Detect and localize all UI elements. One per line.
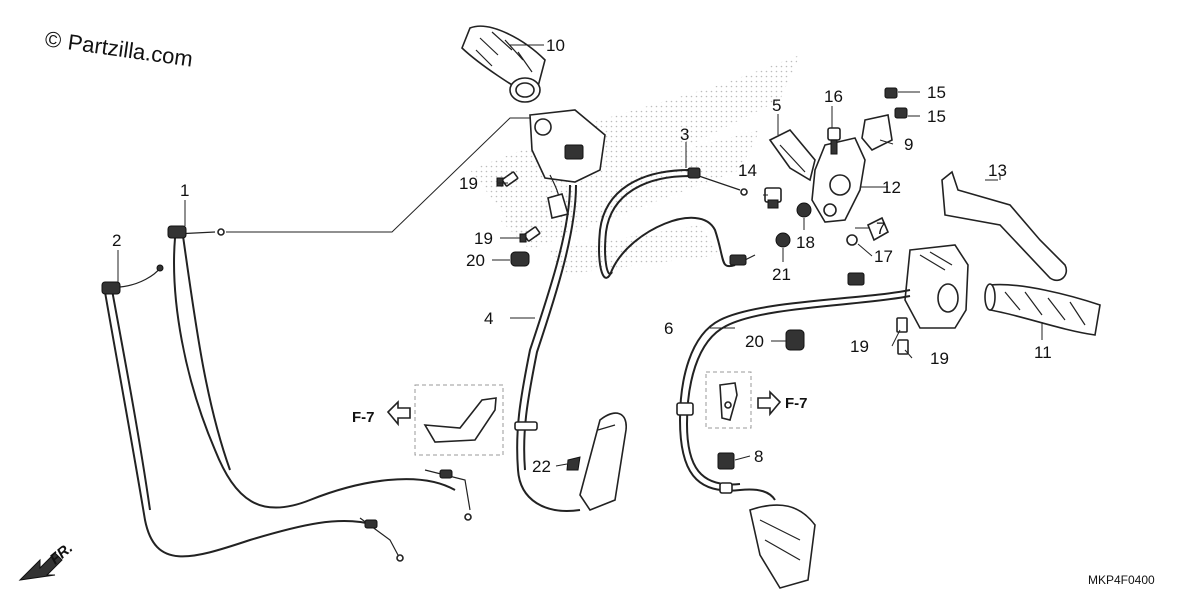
callout-19-d: 19 bbox=[930, 349, 949, 368]
callout-18: 18 bbox=[796, 233, 815, 252]
clip-20-right bbox=[785, 329, 805, 351]
throttle-cables bbox=[101, 225, 472, 562]
callout-19-a: 19 bbox=[459, 174, 478, 193]
callout-11: 11 bbox=[1034, 343, 1052, 362]
callout-16: 16 bbox=[824, 87, 843, 106]
callout-15-upper: 15 bbox=[927, 83, 946, 102]
clip-20-left bbox=[510, 251, 530, 267]
callout-9: 9 bbox=[904, 135, 913, 154]
right-handlebar-switch bbox=[529, 109, 606, 219]
collar-17 bbox=[846, 234, 858, 246]
callout-6: 6 bbox=[664, 319, 673, 338]
callout-15-lower: 15 bbox=[927, 107, 946, 126]
lever-boot-5 bbox=[768, 129, 816, 182]
callouts: 10 1 2 3 4 5 6 7 8 9 11 12 13 14 15 15 1… bbox=[112, 36, 1052, 476]
callout-5: 5 bbox=[772, 96, 781, 115]
clip-22 bbox=[566, 456, 581, 471]
callout-2: 2 bbox=[112, 231, 121, 250]
callout-3: 3 bbox=[680, 125, 689, 144]
callout-21: 21 bbox=[772, 265, 791, 284]
bolt-16 bbox=[827, 127, 841, 155]
left-grip bbox=[984, 283, 1101, 336]
washer-18 bbox=[796, 202, 812, 218]
callout-20-left: 20 bbox=[466, 251, 485, 270]
f7-reference-left: F-7 bbox=[352, 384, 504, 456]
watermark: © Partzilla.com bbox=[43, 26, 194, 71]
clip-8 bbox=[717, 452, 735, 470]
holder-9 bbox=[861, 114, 893, 151]
callout-14: 14 bbox=[738, 161, 757, 180]
diagram-code: MKP4F0400 bbox=[1088, 573, 1155, 587]
reference-f7-left: F-7 bbox=[352, 409, 375, 426]
callout-13: 13 bbox=[988, 161, 1007, 180]
callout-10: 10 bbox=[546, 36, 565, 55]
reference-f7-right: F-7 bbox=[785, 395, 808, 412]
switch-harness-6 bbox=[676, 289, 911, 589]
copyright-symbol: © bbox=[43, 26, 63, 53]
switch-harness-4 bbox=[514, 184, 627, 512]
watermark-text: Partzilla.com bbox=[66, 29, 194, 71]
callout-17: 17 bbox=[874, 247, 893, 266]
pivot-bolt-14 bbox=[764, 187, 782, 209]
throttle-grip bbox=[461, 25, 546, 103]
lever-bracket-12 bbox=[811, 137, 866, 223]
callout-4: 4 bbox=[484, 309, 493, 328]
bolts-19-right bbox=[896, 317, 909, 355]
nut-21 bbox=[775, 232, 791, 248]
callout-7: 7 bbox=[876, 219, 885, 238]
callout-20-right: 20 bbox=[745, 332, 764, 351]
f7-reference-right: F-7 bbox=[705, 371, 808, 429]
callout-8: 8 bbox=[754, 447, 763, 466]
callout-12: 12 bbox=[882, 178, 901, 197]
front-direction-arrow: FR. bbox=[18, 540, 76, 581]
callout-22: 22 bbox=[532, 457, 551, 476]
leader-lines bbox=[117, 44, 1043, 467]
connector-top bbox=[847, 272, 865, 286]
bolts-15 bbox=[884, 87, 908, 119]
callout-19-b: 19 bbox=[474, 229, 493, 248]
clutch-lever-13 bbox=[941, 170, 1068, 282]
callout-1: 1 bbox=[180, 181, 189, 200]
callout-19-c: 19 bbox=[850, 337, 869, 356]
cable-3 bbox=[598, 167, 756, 279]
left-handlebar-switch bbox=[904, 244, 969, 329]
switch-7 bbox=[866, 216, 890, 242]
bolt-19-lower bbox=[519, 226, 541, 243]
background-logo-halftone bbox=[470, 55, 800, 275]
